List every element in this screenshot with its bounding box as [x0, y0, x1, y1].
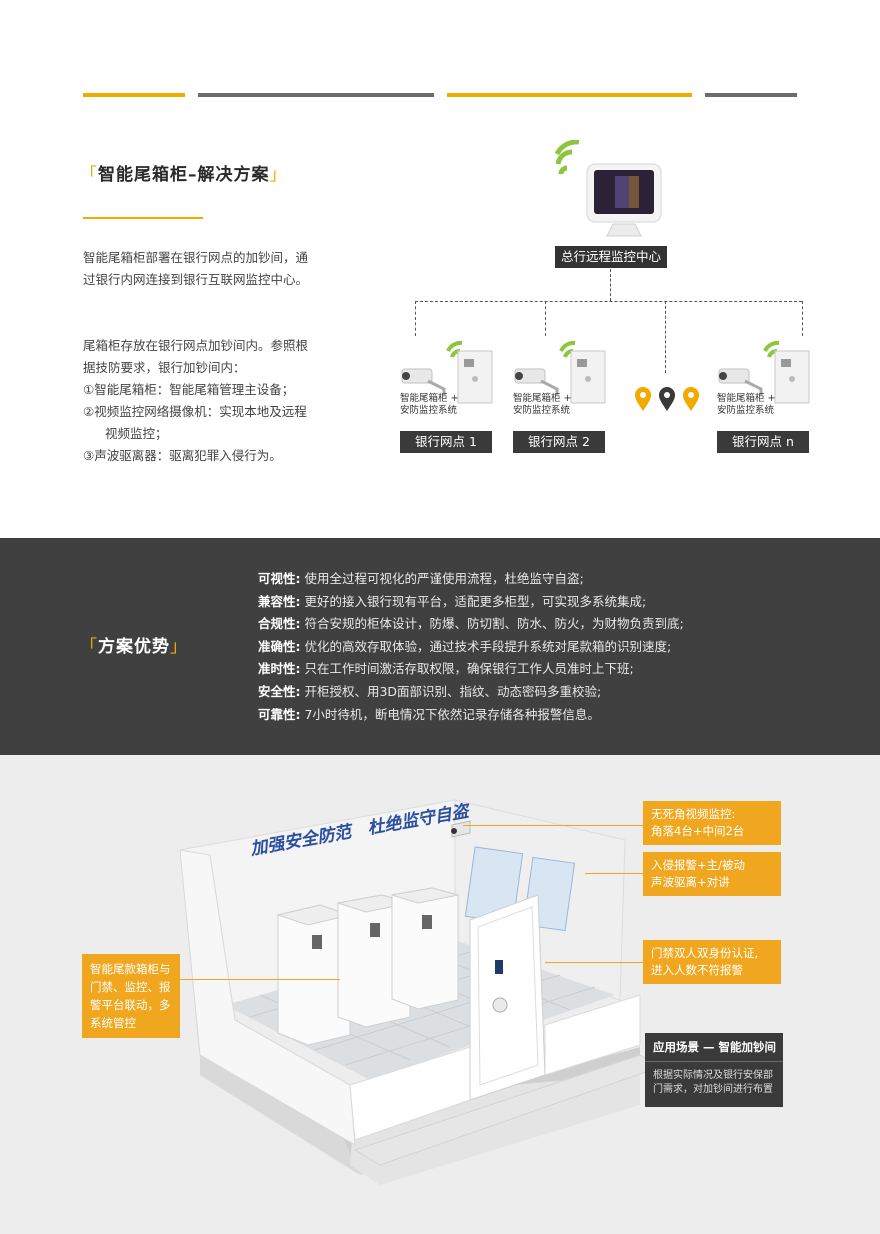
advantage-item: 可视性: 使用全过程可视化的严谨使用流程，杜绝监守自盗; — [258, 571, 584, 586]
callout-alarm: 入侵报警+主/被动声波驱离+对讲 — [643, 852, 781, 896]
advantage-item: 可靠性: 7小时待机，断电情况下依然记录存储各种报警信息。 — [258, 706, 600, 722]
callout-line-camera — [463, 825, 643, 826]
room-illustration — [179, 799, 662, 1185]
advantages-list: 可视性: 使用全过程可视化的严谨使用流程，杜绝监守自盗; 兼容性: 更好的接入银… — [258, 568, 684, 726]
top-bar-4 — [705, 93, 797, 97]
advantage-item: 合规性: 符合安规的柜体设计，防爆、防切割、防水、防火，为财物负责到底; — [258, 616, 684, 632]
connector-node-2 — [545, 301, 546, 336]
advantage-item: 安全性: 开柜授权、用3D面部识别、指纹、动态密码多重校验; — [258, 683, 602, 699]
connector-mid — [665, 301, 666, 373]
top-bar-1 — [83, 93, 185, 97]
callout-door: 门禁双人双身份认证,进入人数不符报警 — [643, 940, 781, 984]
advantages-band: 「方案优势」 可视性: 使用全过程可视化的严谨使用流程，杜绝监守自盗; 兼容性:… — [0, 538, 880, 755]
connector-trunk — [610, 269, 611, 301]
branch-node-1: 智能尾箱柜 +安防监控系统 银行网点 1 — [400, 335, 495, 455]
camera-cabinet-icon — [514, 340, 606, 404]
node-label-n: 银行网点 n — [717, 431, 809, 453]
callout-line-alarm — [585, 873, 643, 874]
title-underline — [83, 217, 203, 219]
camera-cabinet-icon — [718, 340, 810, 404]
scene-description: 根据实际情况及银行安保部门需求，对加钞间进行布置 — [653, 1070, 773, 1095]
scene-section: 加强安全防范 杜绝监守自盗 无死角视频监控:角落4台+中间2台 入侵报警+主/被… — [0, 755, 880, 1234]
node-label-2: 银行网点 2 — [513, 431, 605, 453]
monitor-icon — [586, 163, 662, 237]
node-caption: 智能尾箱柜 +安防监控系统 — [400, 393, 459, 416]
solution-intro: 智能尾箱柜部署在银行网点的加钞间，通 过银行内网连接到银行互联网监控中心。 — [83, 250, 309, 287]
connector-node-1 — [415, 301, 416, 336]
callout-line-door — [545, 962, 643, 963]
location-pin-icons — [635, 387, 699, 411]
advantage-item: 准确性: 优化的高效存取体验，通过技术手段提升系统对尾款箱的识别速度; — [258, 638, 672, 654]
scene-title: 应用场景 — 智能加钞间 — [653, 1040, 777, 1054]
scene-divider — [645, 1061, 783, 1062]
callout-line-cabinet — [180, 979, 340, 980]
advantages-title: 「方案优势」 — [80, 637, 188, 657]
scene-box: 应用场景 — 智能加钞间 根据实际情况及银行安保部门需求，对加钞间进行布置 — [645, 1033, 783, 1107]
monitoring-center-label: 总行远程监控中心 — [555, 246, 667, 268]
wifi-signal-icon — [555, 140, 580, 175]
advantage-item: 兼容性: 更好的接入银行现有平台，适配更多柜型，可实现多系统集成; — [258, 593, 647, 609]
top-bar-3 — [447, 93, 692, 97]
callout-camera: 无死角视频监控:角落4台+中间2台 — [643, 801, 781, 845]
node-caption: 智能尾箱柜 +安防监控系统 — [513, 393, 572, 416]
solution-title: 「智能尾箱柜–解决方案」 — [80, 165, 288, 185]
node-label-1: 银行网点 1 — [400, 431, 492, 453]
network-diagram: 总行远程监控中心 智能尾箱柜 +安防监控系统 银行网点 1 — [395, 140, 825, 470]
connector-bus — [415, 301, 802, 302]
node-caption: 智能尾箱柜 +安防监控系统 — [717, 393, 776, 416]
connector-node-n — [802, 301, 803, 336]
branch-node-n: 智能尾箱柜 +安防监控系统 银行网点 n — [717, 335, 812, 455]
camera-cabinet-icon — [401, 340, 493, 404]
callout-cabinet: 智能尾款箱柜与门禁、监控、报 警平台联动，多系统管控 — [82, 954, 180, 1038]
top-bar-2 — [198, 93, 434, 97]
advantage-item: 准时性: 只在工作时间激活存取权限，确保银行工作人员准时上下班; — [258, 661, 634, 677]
solution-details: 尾箱柜存放在银行网点加钞间内。参照根 据技防要求，银行加钞间内： ①智能尾箱柜：… — [83, 338, 309, 463]
branch-node-2: 智能尾箱柜 +安防监控系统 银行网点 2 — [513, 335, 608, 455]
